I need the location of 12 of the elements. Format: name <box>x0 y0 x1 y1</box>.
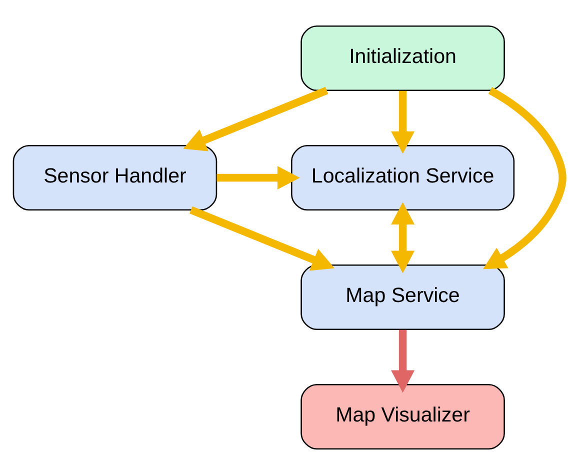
node-box: Sensor Handler <box>12 144 218 211</box>
arrow <box>391 90 415 154</box>
arrow <box>216 166 300 190</box>
arrow <box>190 206 335 271</box>
arrow <box>483 87 566 270</box>
node-box: Localization Service <box>291 144 515 211</box>
node-box: Initialization <box>300 26 505 92</box>
arrow <box>183 86 328 152</box>
arrow <box>391 330 415 393</box>
node-box: Map Service <box>300 264 505 330</box>
node-box: Map Visualizer <box>300 384 505 450</box>
arrow <box>391 202 415 274</box>
